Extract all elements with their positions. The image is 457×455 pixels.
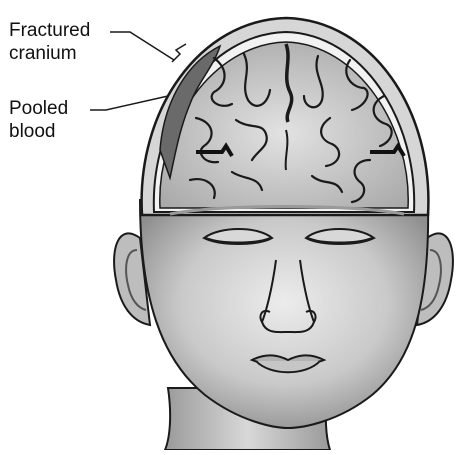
pooled-blood-leader: [90, 96, 168, 110]
pooled-blood-label-line1: Pooled: [9, 98, 68, 120]
pooled-blood-label-line2: blood: [9, 121, 56, 143]
fractured-cranium-leader: [110, 32, 174, 60]
fractured-cranium-label-line1: Fractured: [9, 20, 90, 42]
fractured-cranium-label-line2: cranium: [9, 43, 77, 65]
